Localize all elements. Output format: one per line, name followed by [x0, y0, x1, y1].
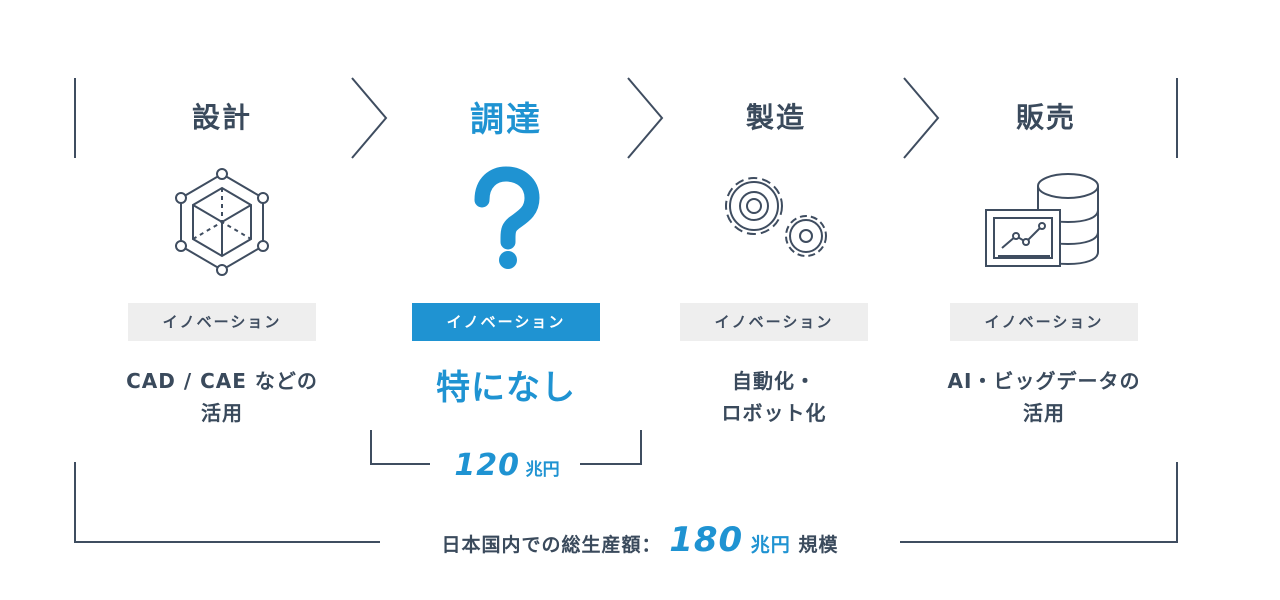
procurement-bracket-bottom-left — [370, 463, 430, 465]
total-prefix: 日本国内での総生産額： — [441, 534, 662, 556]
gears-icon — [725, 177, 827, 257]
procurement-bracket-right — [640, 430, 642, 464]
chevron-right-icon — [903, 77, 940, 159]
innovation-badge-procurement: イノベーション — [412, 303, 600, 341]
stage-title-procurement: 調達 — [470, 100, 542, 140]
stage-desc-line: CAD / CAE などの — [126, 369, 318, 393]
stage-desc-procurement: 特になし — [376, 366, 636, 410]
stage-desc-line: 特になし — [436, 368, 576, 408]
left-top-bar — [74, 78, 76, 158]
stage-desc-line: AI・ビッグデータの — [947, 369, 1141, 393]
procurement-bracket-bottom-right — [580, 463, 642, 465]
total-bracket-right — [1176, 462, 1178, 542]
stage-desc-sales: AI・ビッグデータの 活用 — [914, 365, 1174, 429]
question-mark-icon — [474, 166, 540, 269]
stage-desc-manufacturing: 自動化・ ロボット化 — [644, 365, 904, 429]
innovation-badge-sales: イノベーション — [950, 303, 1138, 341]
total-unit: 兆円 — [750, 534, 791, 556]
total-value: 180 — [669, 520, 744, 560]
stage-title-design: 設計 — [191, 101, 252, 134]
stage-desc-line: 自動化・ — [732, 369, 816, 393]
procurement-amount: 120 兆円 — [437, 448, 577, 483]
right-top-bar — [1176, 78, 1178, 158]
procurement-amount-unit: 兆円 — [525, 460, 560, 480]
innovation-badge-manufacturing: イノベーション — [680, 303, 868, 341]
stage-desc-design: CAD / CAE などの 活用 — [92, 365, 352, 429]
total-suffix: 規模 — [798, 534, 839, 556]
procurement-bracket-left — [370, 430, 372, 464]
innovation-badge-design: イノベーション — [128, 303, 316, 341]
stage-desc-line: 活用 — [201, 401, 243, 425]
stage-title-manufacturing: 製造 — [745, 101, 806, 134]
total-bracket-left — [74, 462, 76, 542]
chevron-right-icon — [627, 77, 664, 159]
database-chart-icon — [985, 173, 1099, 267]
total-production-label: 日本国内での総生産額： 180 兆円 規模 — [380, 520, 900, 560]
stage-title-sales: 販売 — [1015, 101, 1076, 134]
cube-network-icon — [175, 168, 269, 276]
procurement-amount-value: 120 — [454, 448, 521, 483]
chevron-right-icon — [351, 77, 388, 159]
stage-desc-line: ロボット化 — [721, 401, 827, 425]
stage-desc-line: 活用 — [1023, 401, 1065, 425]
